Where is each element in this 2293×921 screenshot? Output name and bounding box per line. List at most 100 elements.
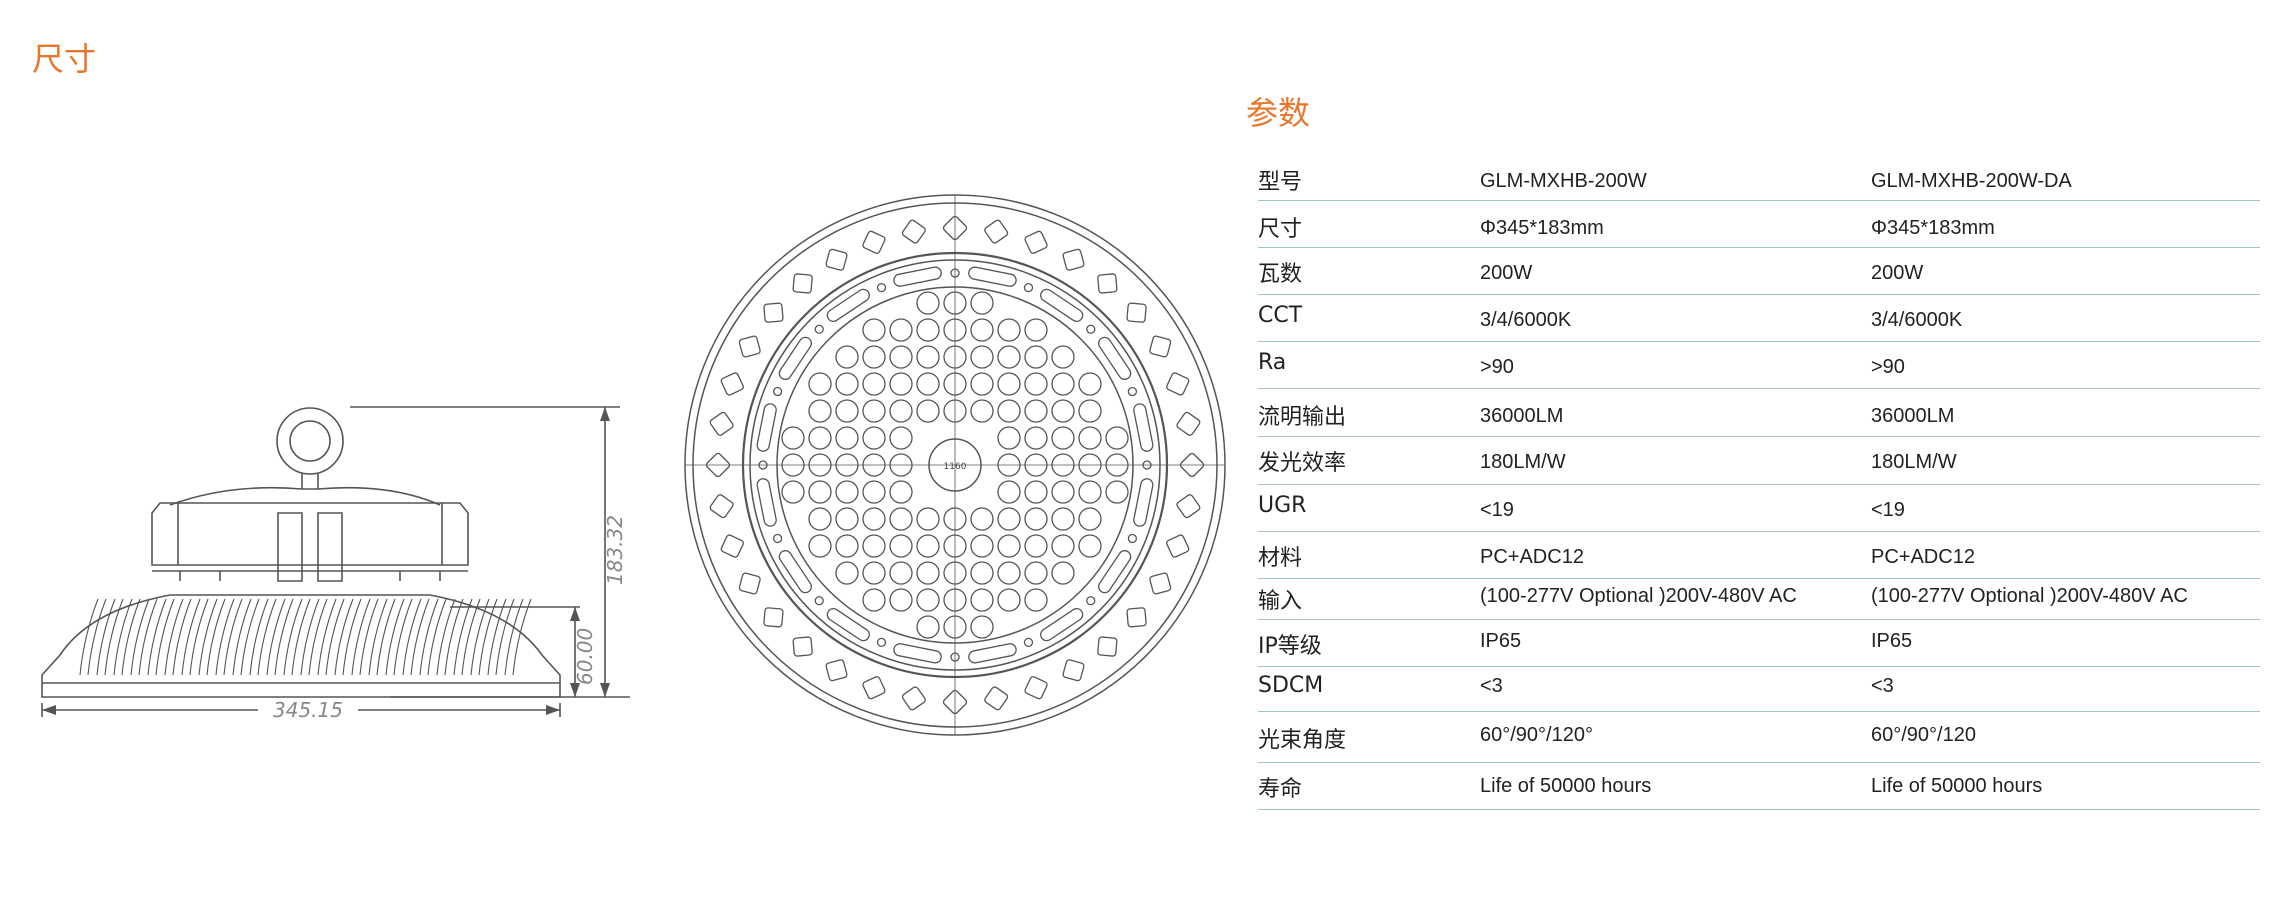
led-lens xyxy=(970,399,994,423)
led-lens xyxy=(1051,453,1075,477)
mid-slot xyxy=(778,550,813,594)
led-grid xyxy=(781,291,1129,639)
fin xyxy=(79,598,99,676)
screw-hole xyxy=(876,282,887,293)
led-lens xyxy=(862,372,886,396)
fin xyxy=(274,598,294,676)
spec-value-model-2: <3 xyxy=(1871,675,1894,697)
led-lens xyxy=(889,426,913,450)
led-lens xyxy=(862,534,886,558)
fin xyxy=(113,598,133,676)
led-lens xyxy=(1078,534,1102,558)
spec-value-model-1: GLM-MXHB-200W xyxy=(1480,170,1647,192)
led-lens xyxy=(916,372,940,396)
spec-row: 输入(100-277V Optional )200V-480V AC(100-2… xyxy=(1258,579,2260,620)
section-title-params: 参数 xyxy=(1246,94,1311,132)
led-lens xyxy=(997,345,1021,369)
screw-hole xyxy=(814,324,824,334)
spec-value-model-1: 60°/90°/120° xyxy=(1480,724,1593,746)
mid-slot xyxy=(1133,478,1154,527)
led-lens xyxy=(835,507,859,531)
spec-label: Ra xyxy=(1258,350,1287,375)
led-lens xyxy=(943,561,967,585)
led-lens xyxy=(997,534,1021,558)
led-lens xyxy=(1051,507,1075,531)
spec-label: SDCM xyxy=(1258,673,1324,698)
fin xyxy=(283,598,303,676)
fin xyxy=(487,598,507,676)
spec-value-model-2: 60°/90°/120 xyxy=(1871,724,1976,746)
led-lens xyxy=(1051,561,1075,585)
outer-mark xyxy=(792,273,813,294)
mid-ring-slots xyxy=(756,266,1154,664)
led-lens xyxy=(808,399,832,423)
led-lens xyxy=(943,534,967,558)
led-lens xyxy=(835,561,859,585)
led-lens xyxy=(943,291,967,315)
fin xyxy=(164,598,184,676)
led-lens xyxy=(1024,534,1048,558)
spec-value-model-1: <3 xyxy=(1480,675,1503,697)
fin xyxy=(138,598,158,676)
fin xyxy=(300,598,320,676)
screw-hole xyxy=(772,386,783,397)
led-lens xyxy=(889,318,913,342)
screw-hole xyxy=(1142,460,1152,470)
spec-value-model-1: <19 xyxy=(1480,499,1514,521)
spec-value-model-1: IP65 xyxy=(1480,630,1522,652)
spec-value-model-1: PC+ADC12 xyxy=(1480,546,1584,568)
led-lens xyxy=(1078,399,1102,423)
led-lens xyxy=(862,318,886,342)
led-lens xyxy=(835,480,859,504)
led-lens xyxy=(1051,426,1075,450)
led-lens xyxy=(970,507,994,531)
led-lens xyxy=(781,480,805,504)
dimension-height: 183.32 xyxy=(603,515,627,585)
fin xyxy=(172,598,192,676)
led-lens xyxy=(997,399,1021,423)
led-lens xyxy=(808,372,832,396)
outer-mark xyxy=(705,452,731,478)
outer-mark xyxy=(709,494,734,519)
fin xyxy=(223,598,243,676)
spec-label: 材料 xyxy=(1258,546,1303,571)
heat-sink-fins xyxy=(79,598,532,676)
led-lens xyxy=(889,372,913,396)
fin xyxy=(436,598,456,676)
fin xyxy=(240,598,260,676)
fin xyxy=(427,598,447,676)
led-lens xyxy=(1024,507,1048,531)
led-lens xyxy=(889,507,913,531)
led-lens xyxy=(997,426,1021,450)
led-lens xyxy=(1024,372,1048,396)
spec-value-model-2: Life of 50000 hours xyxy=(1871,775,2043,797)
led-lens xyxy=(1051,480,1075,504)
led-lens xyxy=(916,534,940,558)
led-lens xyxy=(997,372,1021,396)
outer-mark xyxy=(1126,607,1147,628)
spec-label: 寿命 xyxy=(1258,777,1303,802)
spec-label: 光束角度 xyxy=(1258,728,1347,753)
mid-slot xyxy=(1097,550,1132,594)
led-lens xyxy=(970,318,994,342)
led-lens xyxy=(1024,399,1048,423)
screw-hole xyxy=(1086,324,1096,334)
mid-slot xyxy=(1040,288,1084,323)
led-lens xyxy=(1105,453,1129,477)
outer-mark xyxy=(1062,248,1085,271)
mid-slot xyxy=(1040,607,1084,642)
side-view-drawing: 183.32 60.00 345.15 xyxy=(41,406,630,722)
spec-value-model-2: 36000LM xyxy=(1871,405,1955,427)
led-lens xyxy=(889,561,913,585)
fin xyxy=(504,598,524,676)
fin xyxy=(453,598,473,676)
outer-mark xyxy=(1097,636,1118,657)
fin xyxy=(444,598,464,676)
led-lens xyxy=(916,291,940,315)
led-lens xyxy=(835,372,859,396)
